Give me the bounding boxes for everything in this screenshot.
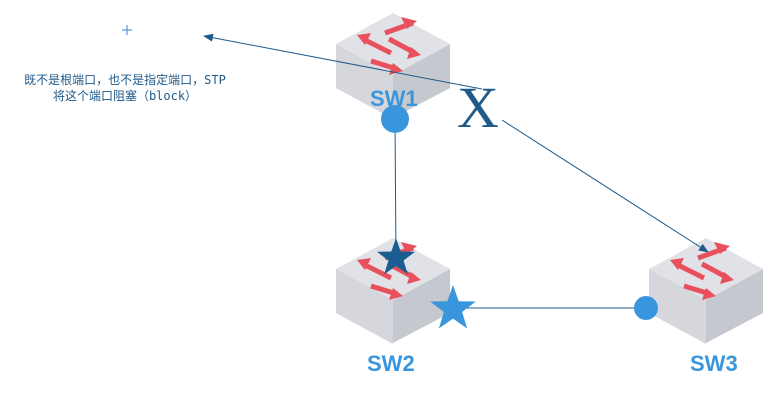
root-port-dot-sw1 xyxy=(381,105,409,133)
sw3-label: SW3 xyxy=(690,351,738,376)
sw1-label: SW1 xyxy=(370,86,418,111)
link-sw1-sw2 xyxy=(394,119,397,259)
port-dot-sw3 xyxy=(634,296,658,320)
sw2-label: SW2 xyxy=(367,351,415,376)
designated-port-star-sw2 xyxy=(430,285,476,329)
annotation-line2: 将这个端口阻塞（block） xyxy=(52,89,198,103)
annotation-arrow xyxy=(203,33,483,90)
link-sw1-sw3-arrow xyxy=(501,119,709,253)
annotation-line1: 既不是根端口，也不是指定端口，STP xyxy=(24,73,226,87)
annotation-text: 既不是根端口，也不是指定端口，STP 将这个端口阻塞（block） xyxy=(0,72,250,104)
root-port-star-sw2 xyxy=(377,238,415,275)
switch-icon-sw3 xyxy=(649,238,763,344)
plus-marker-icon xyxy=(122,25,132,35)
blocked-port-mark: X xyxy=(457,75,499,140)
